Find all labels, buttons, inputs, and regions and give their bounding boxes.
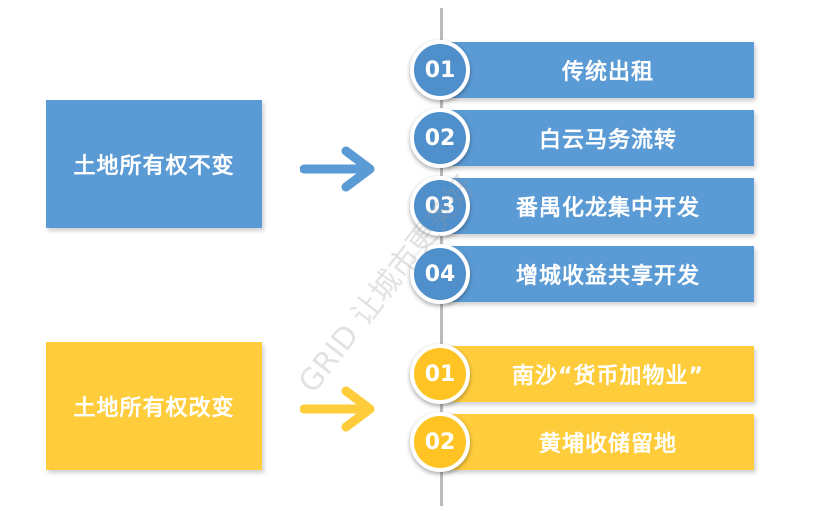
- list-item: 增城收益共享开发 04: [410, 244, 756, 304]
- arrow-right-icon-path: [300, 146, 375, 192]
- arrow-right-icon: [300, 146, 375, 192]
- item-bar: 黄埔收储留地: [442, 414, 754, 470]
- item-bar: 增城收益共享开发: [442, 246, 754, 302]
- arrow-right-icon: [300, 386, 375, 432]
- list-item: 番禺化龙集中开发 03: [410, 176, 756, 236]
- item-number-badge: 02: [410, 412, 470, 472]
- category-box-ownership-changed: 土地所有权改变: [46, 342, 262, 470]
- category-box-ownership-unchanged: 土地所有权不变: [46, 100, 262, 228]
- item-bar: 白云马务流转: [442, 110, 754, 166]
- list-item: 传统出租 01: [410, 40, 756, 100]
- arrow-right-icon-path: [300, 386, 375, 432]
- item-bar: 南沙“货币加物业”: [442, 346, 754, 402]
- list-item: 黄埔收储留地 02: [410, 412, 756, 472]
- item-number-badge: 03: [410, 176, 470, 236]
- list-item: 南沙“货币加物业” 01: [410, 344, 756, 404]
- list-item: 白云马务流转 02: [410, 108, 756, 168]
- item-bar: 番禺化龙集中开发: [442, 178, 754, 234]
- item-number-badge: 01: [410, 344, 470, 404]
- item-bar: 传统出租: [442, 42, 754, 98]
- item-number-badge: 01: [410, 40, 470, 100]
- item-number-badge: 04: [410, 244, 470, 304]
- item-number-badge: 02: [410, 108, 470, 168]
